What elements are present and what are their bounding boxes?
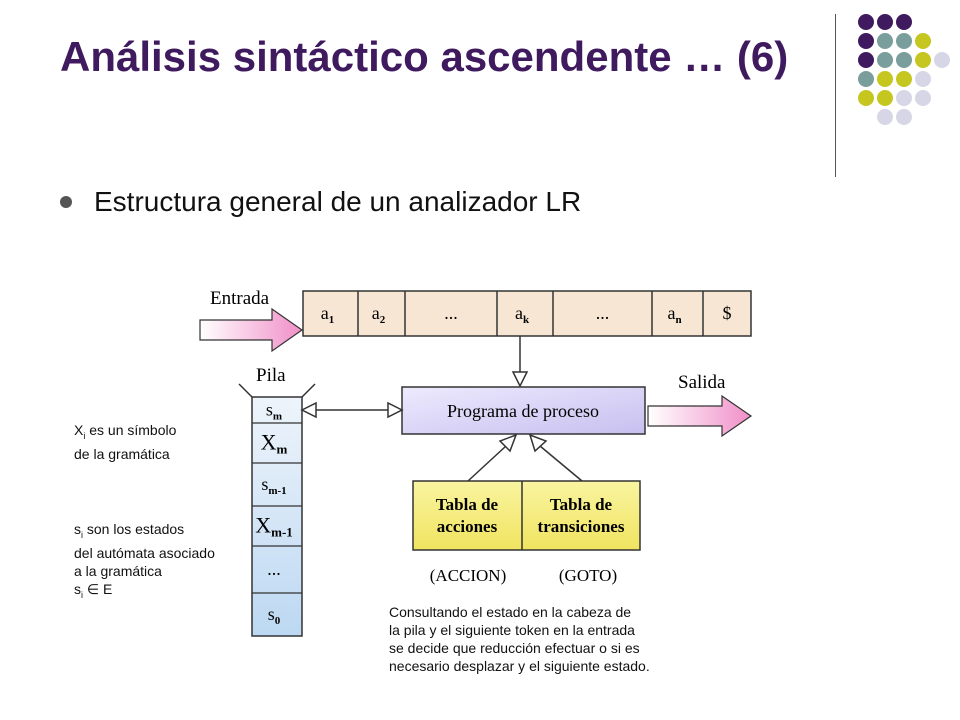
stack bbox=[251, 396, 303, 637]
bullet-text: Estructura general de un analizador LR bbox=[94, 186, 582, 217]
decorative-dot bbox=[915, 33, 931, 49]
stack-cell-symbol: ... bbox=[267, 559, 281, 579]
input-tape bbox=[302, 290, 752, 337]
program-label: Programa de proceso bbox=[447, 401, 599, 421]
stack-cell-symbol: sm-1 bbox=[261, 474, 286, 497]
input-cell-symbol: a2 bbox=[372, 303, 386, 326]
decorative-dot bbox=[896, 52, 912, 68]
note-consult: Consultando el estado en la cabeza de la… bbox=[389, 603, 650, 675]
decorative-dot bbox=[915, 90, 931, 106]
note-si-line2: del autómata asociado bbox=[74, 544, 215, 561]
input-cell-symbol: ak bbox=[515, 303, 530, 326]
actions-to-program-arrowhead bbox=[498, 433, 518, 453]
input-cell-symbol: an bbox=[667, 303, 681, 326]
decorative-dot bbox=[896, 14, 912, 30]
decorative-dot bbox=[858, 90, 874, 106]
title-divider bbox=[835, 14, 836, 177]
note-si: si son los estados del autómata asociado… bbox=[74, 520, 215, 604]
stack-cell-symbol: s0 bbox=[268, 604, 281, 627]
table-actions-line1: Tabla de bbox=[436, 495, 499, 514]
bullet-item: Estructura general de un analizador LR bbox=[60, 186, 581, 218]
stack-cell-symbol: Xm bbox=[261, 430, 288, 457]
stack-cell-symbol: sm bbox=[266, 399, 282, 422]
goto-label: (GOTO) bbox=[559, 566, 617, 585]
note-si-line1: si son los estados bbox=[74, 521, 185, 540]
decorative-dot bbox=[896, 90, 912, 106]
note-consult-line3: se decide que reducción efectuar o si es bbox=[389, 640, 640, 656]
decorative-dot bbox=[915, 71, 931, 87]
decorative-dot bbox=[877, 52, 893, 68]
stack-funnel-left bbox=[238, 383, 253, 398]
note-xi: Xi es un símbolo de la gramática bbox=[74, 421, 176, 463]
note-xi-line2: de la gramática bbox=[74, 445, 170, 462]
table-actions-line2: acciones bbox=[437, 517, 498, 536]
stack-program-arrowhead-left bbox=[300, 401, 317, 419]
stack-cell-symbol: Xm-1 bbox=[255, 513, 293, 540]
table-transitions-line1: Tabla de bbox=[550, 495, 613, 514]
entrada-arrow bbox=[199, 307, 304, 353]
decorative-dot bbox=[877, 14, 893, 30]
stack-program-arrowhead-right bbox=[387, 401, 404, 419]
pila-label: Pila bbox=[256, 365, 286, 386]
actions-to-program-line bbox=[467, 445, 507, 482]
decorative-dot bbox=[896, 71, 912, 87]
decorative-dot bbox=[915, 52, 931, 68]
input-tape-cells: a1 a2... ak... an $ bbox=[321, 291, 732, 336]
note-consult-line4: necesario desplazar y el siguiente estad… bbox=[389, 658, 650, 674]
input-cell-symbol: ... bbox=[444, 303, 458, 323]
program-box bbox=[401, 386, 646, 435]
decorative-dot bbox=[877, 71, 893, 87]
decorative-dot bbox=[934, 52, 950, 68]
salida-arrow bbox=[647, 394, 753, 438]
tape-to-program-arrowhead bbox=[511, 371, 529, 388]
note-xi-line1: Xi es un símbolo bbox=[74, 422, 177, 441]
salida-label: Salida bbox=[678, 372, 726, 393]
decorative-dot bbox=[858, 52, 874, 68]
input-cell-symbol: ... bbox=[596, 303, 610, 323]
decorative-dot bbox=[896, 109, 912, 125]
slide-title: Análisis sintáctico ascendente … (6) bbox=[60, 33, 789, 80]
decorative-dot bbox=[858, 33, 874, 49]
tables-box bbox=[412, 480, 641, 551]
transitions-to-program-arrowhead bbox=[528, 433, 548, 453]
note-consult-line2: la pila y el siguiente token en la entra… bbox=[389, 622, 635, 638]
transitions-to-program-line bbox=[539, 445, 583, 482]
decorative-dot bbox=[858, 71, 874, 87]
decorative-dot bbox=[858, 14, 874, 30]
bullet-dot-icon bbox=[60, 196, 72, 208]
decorative-dot bbox=[896, 33, 912, 49]
accion-label: (ACCION) bbox=[430, 566, 507, 585]
input-cell-symbol: a1 bbox=[321, 303, 335, 326]
entrada-label: Entrada bbox=[210, 288, 270, 309]
note-si-line3: a la gramática bbox=[74, 562, 162, 579]
note-si-line4: si ∈ E bbox=[74, 580, 113, 600]
decorative-dot bbox=[877, 90, 893, 106]
decorative-dot bbox=[877, 33, 893, 49]
table-transitions-line2: transiciones bbox=[538, 517, 625, 536]
decorative-dot bbox=[877, 109, 893, 125]
note-consult-line1: Consultando el estado en la cabeza de bbox=[389, 604, 632, 620]
input-cell-symbol: $ bbox=[723, 303, 732, 323]
stack-funnel-right bbox=[301, 383, 316, 398]
